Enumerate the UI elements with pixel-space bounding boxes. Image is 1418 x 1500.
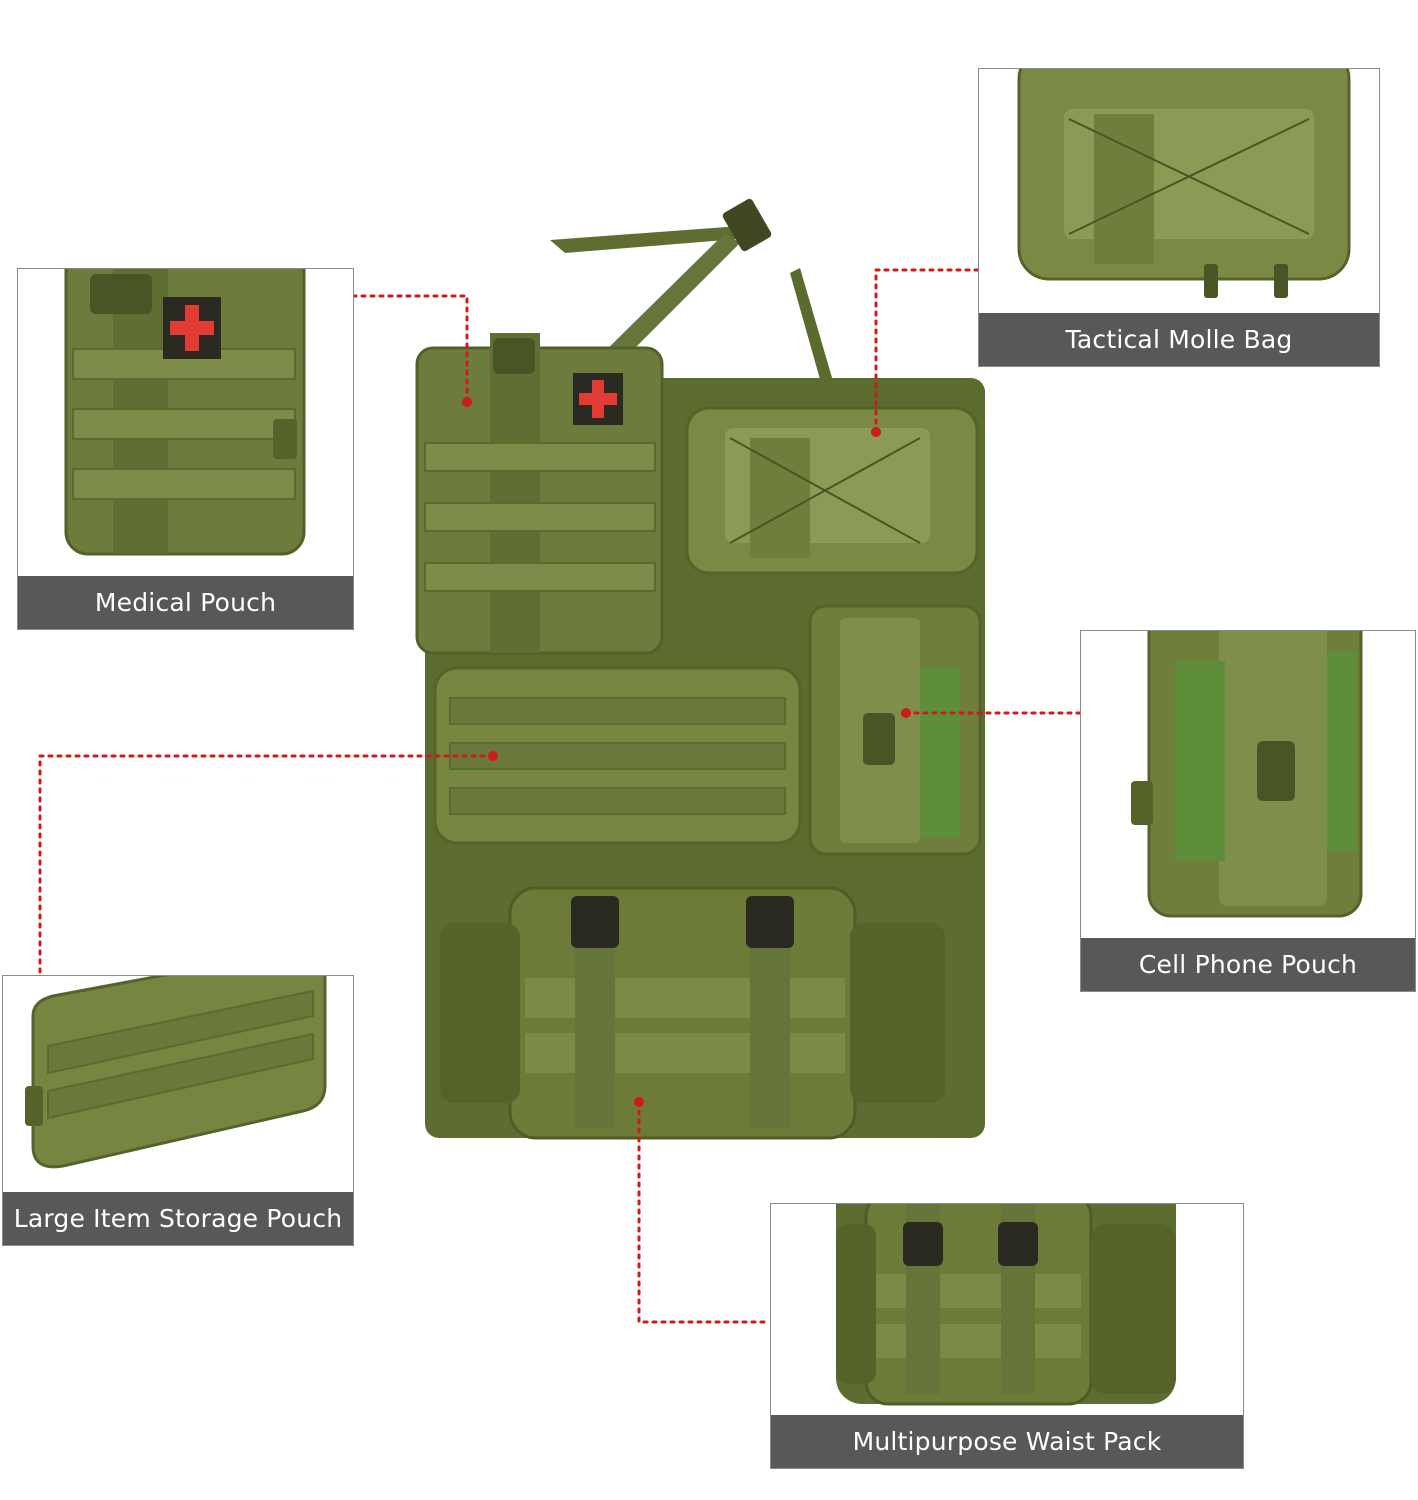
connector-dot-medical-pouch <box>462 397 472 407</box>
connector-medical-pouch <box>351 294 469 404</box>
organizer-cell-phone-pouch <box>808 604 982 856</box>
large-item-storage-pouch-label: Large Item Storage Pouch <box>3 1192 353 1245</box>
organizer-tactical-molle-bag <box>685 406 979 575</box>
connector-tactical-molle-bag <box>874 268 980 434</box>
callout-cell-phone-pouch: Cell Phone Pouch <box>1080 630 1416 992</box>
large-item-storage-pouch-image <box>3 976 353 1192</box>
cell-phone-pouch-image <box>1081 631 1415 938</box>
connector-dot-waist-pack <box>634 1097 644 1107</box>
callout-tactical-molle-bag: Tactical Molle Bag <box>978 68 1380 367</box>
multipurpose-waist-pack-image <box>771 1204 1243 1415</box>
hanging-strap <box>550 198 835 390</box>
tactical-molle-bag-label: Tactical Molle Bag <box>979 313 1379 366</box>
connector-dot-large-item-pouch <box>488 751 498 761</box>
connector-waist-pack <box>637 1100 772 1324</box>
seat-back-organizer-image <box>415 198 985 1140</box>
cell-phone-pouch-label: Cell Phone Pouch <box>1081 938 1415 991</box>
connector-large-item-pouch <box>38 754 495 979</box>
organizer-large-item-pouch <box>433 666 802 845</box>
connector-dot-tactical-molle-bag <box>871 427 881 437</box>
multipurpose-waist-pack-label: Multipurpose Waist Pack <box>771 1415 1243 1468</box>
organizer-waist-pack <box>425 886 955 1140</box>
callout-multipurpose-waist-pack: Multipurpose Waist Pack <box>770 1203 1244 1469</box>
callout-medical-pouch: Medical Pouch <box>17 268 354 630</box>
medical-pouch-image <box>18 269 353 576</box>
organizer-medical-pouch <box>415 333 664 655</box>
medical-pouch-label: Medical Pouch <box>18 576 353 629</box>
tactical-molle-bag-image <box>979 69 1379 313</box>
callout-large-item-storage-pouch: Large Item Storage Pouch <box>2 975 354 1246</box>
connector-dot-cell-phone-pouch <box>901 708 911 718</box>
